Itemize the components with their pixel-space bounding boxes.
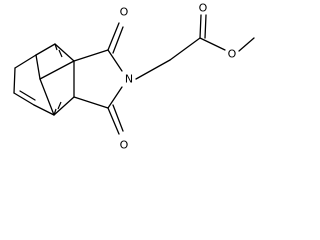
bond xyxy=(112,26,124,54)
bond xyxy=(135,59,171,80)
hash xyxy=(53,108,57,116)
bond xyxy=(39,60,75,80)
bond xyxy=(53,96,75,116)
bond xyxy=(199,14,202,39)
bond xyxy=(204,14,207,39)
bond xyxy=(33,104,55,116)
stereo-hashes xyxy=(53,43,63,116)
bond xyxy=(13,92,35,106)
bond xyxy=(112,104,124,132)
bond xyxy=(19,90,36,101)
bond xyxy=(238,37,255,52)
bond xyxy=(107,107,120,135)
bond xyxy=(199,37,226,51)
bond xyxy=(14,54,37,69)
bond xyxy=(73,96,109,109)
bond xyxy=(107,49,123,72)
hash xyxy=(58,49,63,58)
bond xyxy=(13,67,16,94)
bond xyxy=(35,43,56,56)
nitrogen-label: N xyxy=(125,73,133,86)
bond xyxy=(54,43,75,62)
bond xyxy=(169,37,201,61)
bond xyxy=(35,54,41,80)
hash xyxy=(54,43,58,51)
bonds xyxy=(13,14,255,135)
oxygen-label-bottom: O xyxy=(120,139,129,152)
hash xyxy=(57,101,62,110)
bond xyxy=(107,86,123,109)
oxygen-label-top: O xyxy=(120,6,129,19)
chemical-structure: O O O N O xyxy=(13,2,255,152)
bond xyxy=(73,49,109,62)
bond xyxy=(107,22,120,51)
oxygen-label-ester-methoxy: O xyxy=(228,48,237,61)
bond xyxy=(39,78,55,116)
oxygen-label-ester-carbonyl: O xyxy=(199,2,208,15)
